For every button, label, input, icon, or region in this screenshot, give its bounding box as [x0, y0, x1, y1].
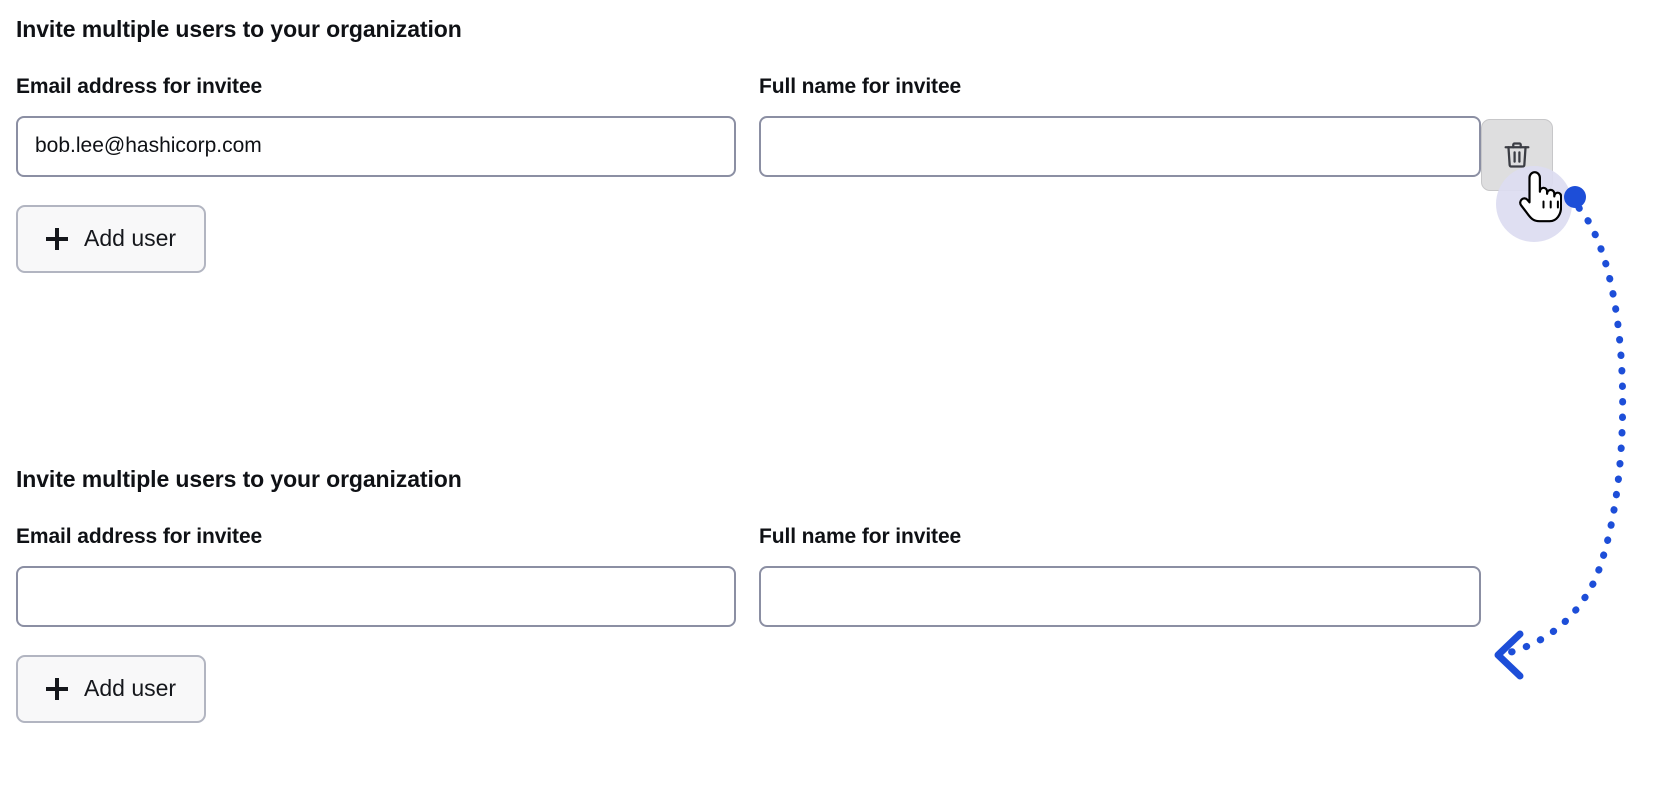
delete-row-button[interactable] — [1481, 118, 1553, 191]
fullname-field-group-2: Full name for invitee — [759, 524, 1481, 627]
email-field-group-1: Email address for invitee — [16, 74, 736, 177]
plus-icon-2 — [46, 677, 68, 700]
invite-fields-row-1: Email address for invitee Full name for … — [16, 74, 1553, 191]
email-field-label: Email address for invitee — [16, 74, 263, 98]
fullname-input-2[interactable] — [759, 565, 1481, 627]
add-user-button-label: Add user — [84, 225, 177, 252]
arrow-dotted-path — [1504, 204, 1627, 657]
trash-icon — [1501, 139, 1533, 171]
email-field-group-2: Email address for invitee — [16, 524, 736, 627]
invite-section-1: Invite multiple users to your organizati… — [16, 16, 1553, 273]
add-user-button-2[interactable]: Add user — [16, 654, 207, 723]
invite-section-2: Invite multiple users to your organizati… — [16, 466, 1481, 723]
email-input[interactable] — [16, 115, 736, 177]
email-field-label-2: Email address for invitee — [16, 524, 263, 548]
invite-fields-row-2: Email address for invitee Full name for … — [16, 524, 1481, 627]
fullname-input[interactable] — [759, 115, 1481, 177]
page-title-2: Invite multiple users to your organizati… — [16, 466, 462, 492]
add-user-button[interactable]: Add user — [16, 204, 207, 273]
fullname-field-label: Full name for invitee — [759, 74, 962, 98]
email-input-2[interactable] — [16, 565, 736, 627]
arrow-head — [1494, 630, 1524, 680]
plus-icon — [46, 227, 68, 250]
fullname-field-group-1: Full name for invitee — [759, 74, 1481, 177]
page-title: Invite multiple users to your organizati… — [16, 16, 462, 42]
add-user-button-label-2: Add user — [84, 675, 177, 702]
arrow-start-dot — [1564, 186, 1586, 208]
fullname-field-label-2: Full name for invitee — [759, 524, 962, 548]
